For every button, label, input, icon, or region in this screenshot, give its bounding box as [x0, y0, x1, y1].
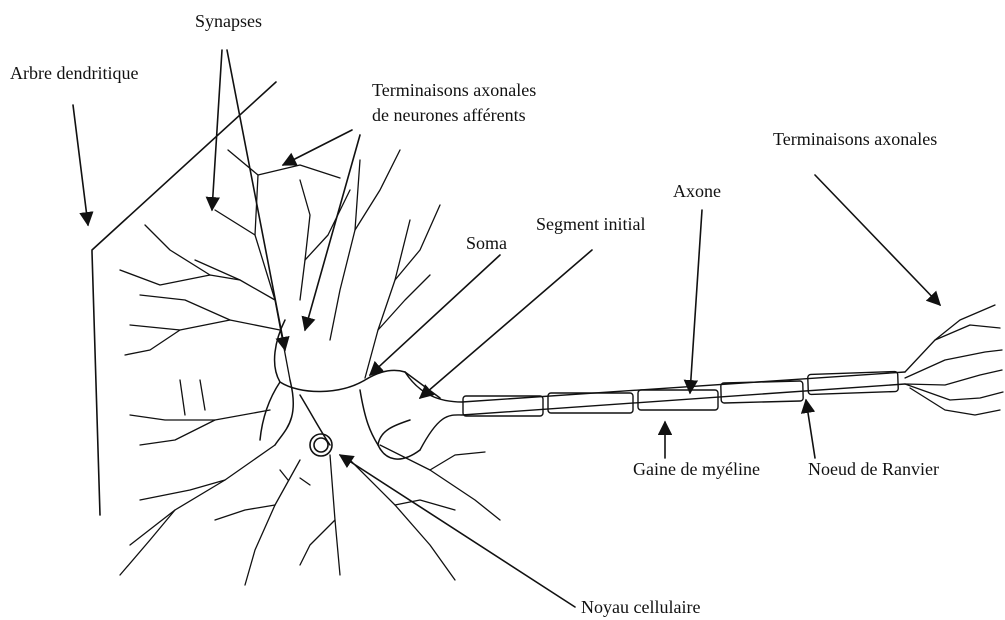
arrow-segment	[420, 250, 592, 398]
axon-terminals	[905, 305, 1003, 415]
arrow-arbre	[73, 105, 88, 225]
lower-dendrites	[120, 445, 500, 585]
arrow-axone	[690, 210, 702, 393]
nucleus	[310, 434, 332, 456]
soma-body	[260, 320, 440, 459]
arrow-afferents-1	[283, 130, 352, 165]
arrow-noyau	[340, 455, 575, 607]
label-terminaisons-axonales: Terminaisons axonales	[773, 128, 937, 150]
left-dendrites	[125, 295, 280, 445]
arrow-afferents-2	[305, 135, 360, 330]
myelin-sheaths	[463, 371, 898, 416]
dendritic-tree-bracket	[92, 82, 276, 515]
label-gaine-myeline: Gaine de myéline	[633, 458, 760, 480]
label-noyau-cellulaire: Noyau cellulaire	[581, 596, 700, 618]
label-noeud-ranvier: Noeud de Ranvier	[808, 458, 939, 480]
arrow-noeud	[806, 400, 815, 458]
label-axone: Axone	[673, 180, 721, 202]
label-terminaisons-afferents: Terminaisons axonales de neurones affére…	[372, 78, 536, 128]
arrow-synapses-1	[212, 50, 222, 210]
arrow-synapses-2	[227, 50, 285, 350]
arrow-terminaisons	[815, 175, 940, 305]
label-soma: Soma	[466, 232, 507, 254]
axon	[405, 372, 905, 450]
upper-dendrites	[120, 150, 440, 380]
arrow-soma	[370, 255, 500, 375]
label-arbre-dendritique: Arbre dendritique	[10, 62, 138, 84]
label-synapses: Synapses	[195, 10, 262, 32]
label-segment-initial: Segment initial	[536, 213, 646, 235]
